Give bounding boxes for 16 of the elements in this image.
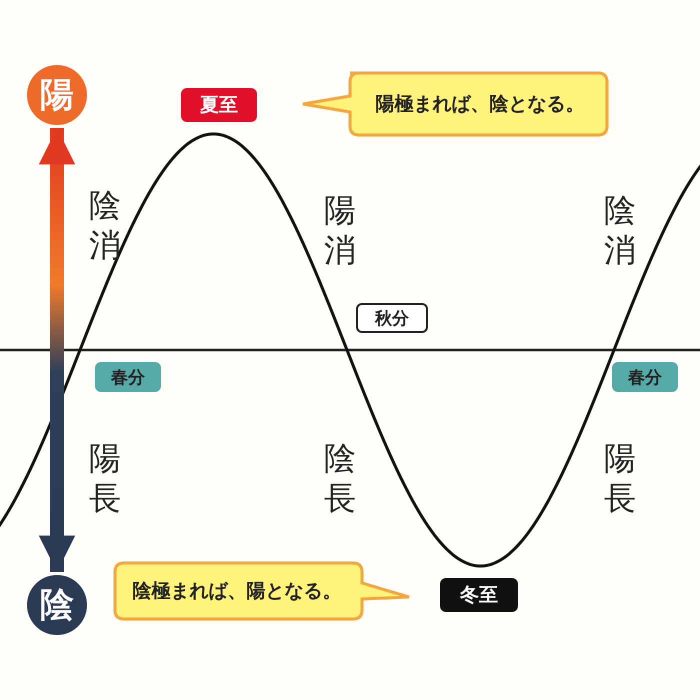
solstice-tag: 冬至: [440, 578, 518, 612]
speech-bubble: 陽極まれば、陰となる。: [300, 70, 610, 138]
vertical-label: 陰消: [88, 185, 122, 265]
vertical-label: 陽長: [603, 438, 637, 518]
double-arrow: [38, 128, 76, 572]
vertical-label: 陽長: [88, 438, 122, 518]
equinox-tag: 春分: [612, 362, 678, 392]
equinox-tag: 秋分: [356, 303, 428, 333]
yang-circle: 陽: [27, 65, 87, 125]
yin-circle: 陰: [27, 575, 87, 635]
equinox-tag: 春分: [95, 362, 161, 392]
vertical-label: 陰長: [323, 438, 357, 518]
speech-bubble: 陰極まれば、陽となる。: [112, 560, 412, 622]
vertical-label: 陰消: [603, 190, 637, 270]
solstice-tag: 夏至: [181, 88, 257, 122]
vertical-label: 陽消: [323, 190, 357, 270]
